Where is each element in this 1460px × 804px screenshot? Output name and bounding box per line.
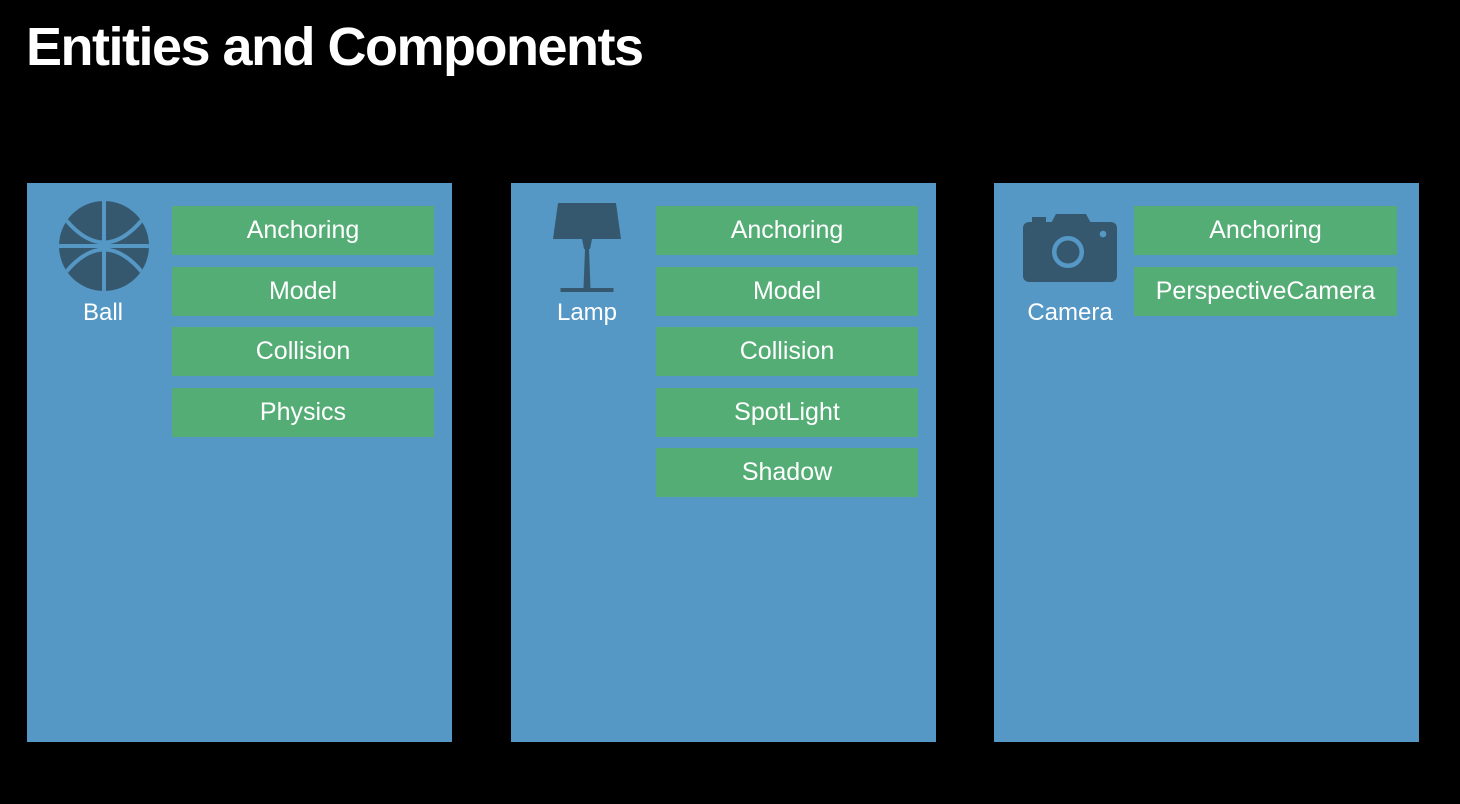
component-chip-model: Model <box>656 266 918 316</box>
entity-icon-column: Lamp <box>511 183 663 333</box>
entity-card-ball: Ball Anchoring Model Collision Physics <box>27 183 452 742</box>
component-chip-anchoring: Anchoring <box>172 206 434 255</box>
component-list: Anchoring PerspectiveCamera <box>1134 206 1397 316</box>
component-chip-collision: Collision <box>172 327 434 376</box>
component-chip-physics: Physics <box>172 387 434 437</box>
component-chip-collision: Collision <box>656 327 918 376</box>
entity-card-lamp: Lamp Anchoring Model Collision SpotLight… <box>511 183 936 742</box>
component-chip-model: Model <box>172 266 434 316</box>
entity-name-camera: Camera <box>1027 299 1113 326</box>
camera-icon <box>1023 214 1117 282</box>
component-chip-anchoring: Anchoring <box>1134 206 1397 255</box>
component-chip-shadow: Shadow <box>656 448 918 497</box>
component-chip-anchoring: Anchoring <box>656 206 918 255</box>
entity-name-lamp: Lamp <box>556 299 618 326</box>
component-chip-spotlight: SpotLight <box>656 387 918 437</box>
entity-icon-column: Camera <box>994 183 1146 333</box>
basketball-icon <box>59 201 149 291</box>
entity-card-camera: Camera Anchoring PerspectiveCamera <box>994 183 1419 742</box>
component-chip-perspectivecamera: PerspectiveCamera <box>1134 266 1397 316</box>
lamp-icon <box>553 203 621 292</box>
page-title: Entities and Components <box>26 17 644 77</box>
entity-name-ball: Ball <box>82 299 124 326</box>
component-list: Anchoring Model Collision SpotLight Shad… <box>656 206 918 497</box>
component-list: Anchoring Model Collision Physics <box>172 206 434 437</box>
entity-icon-column: Ball <box>27 183 179 333</box>
